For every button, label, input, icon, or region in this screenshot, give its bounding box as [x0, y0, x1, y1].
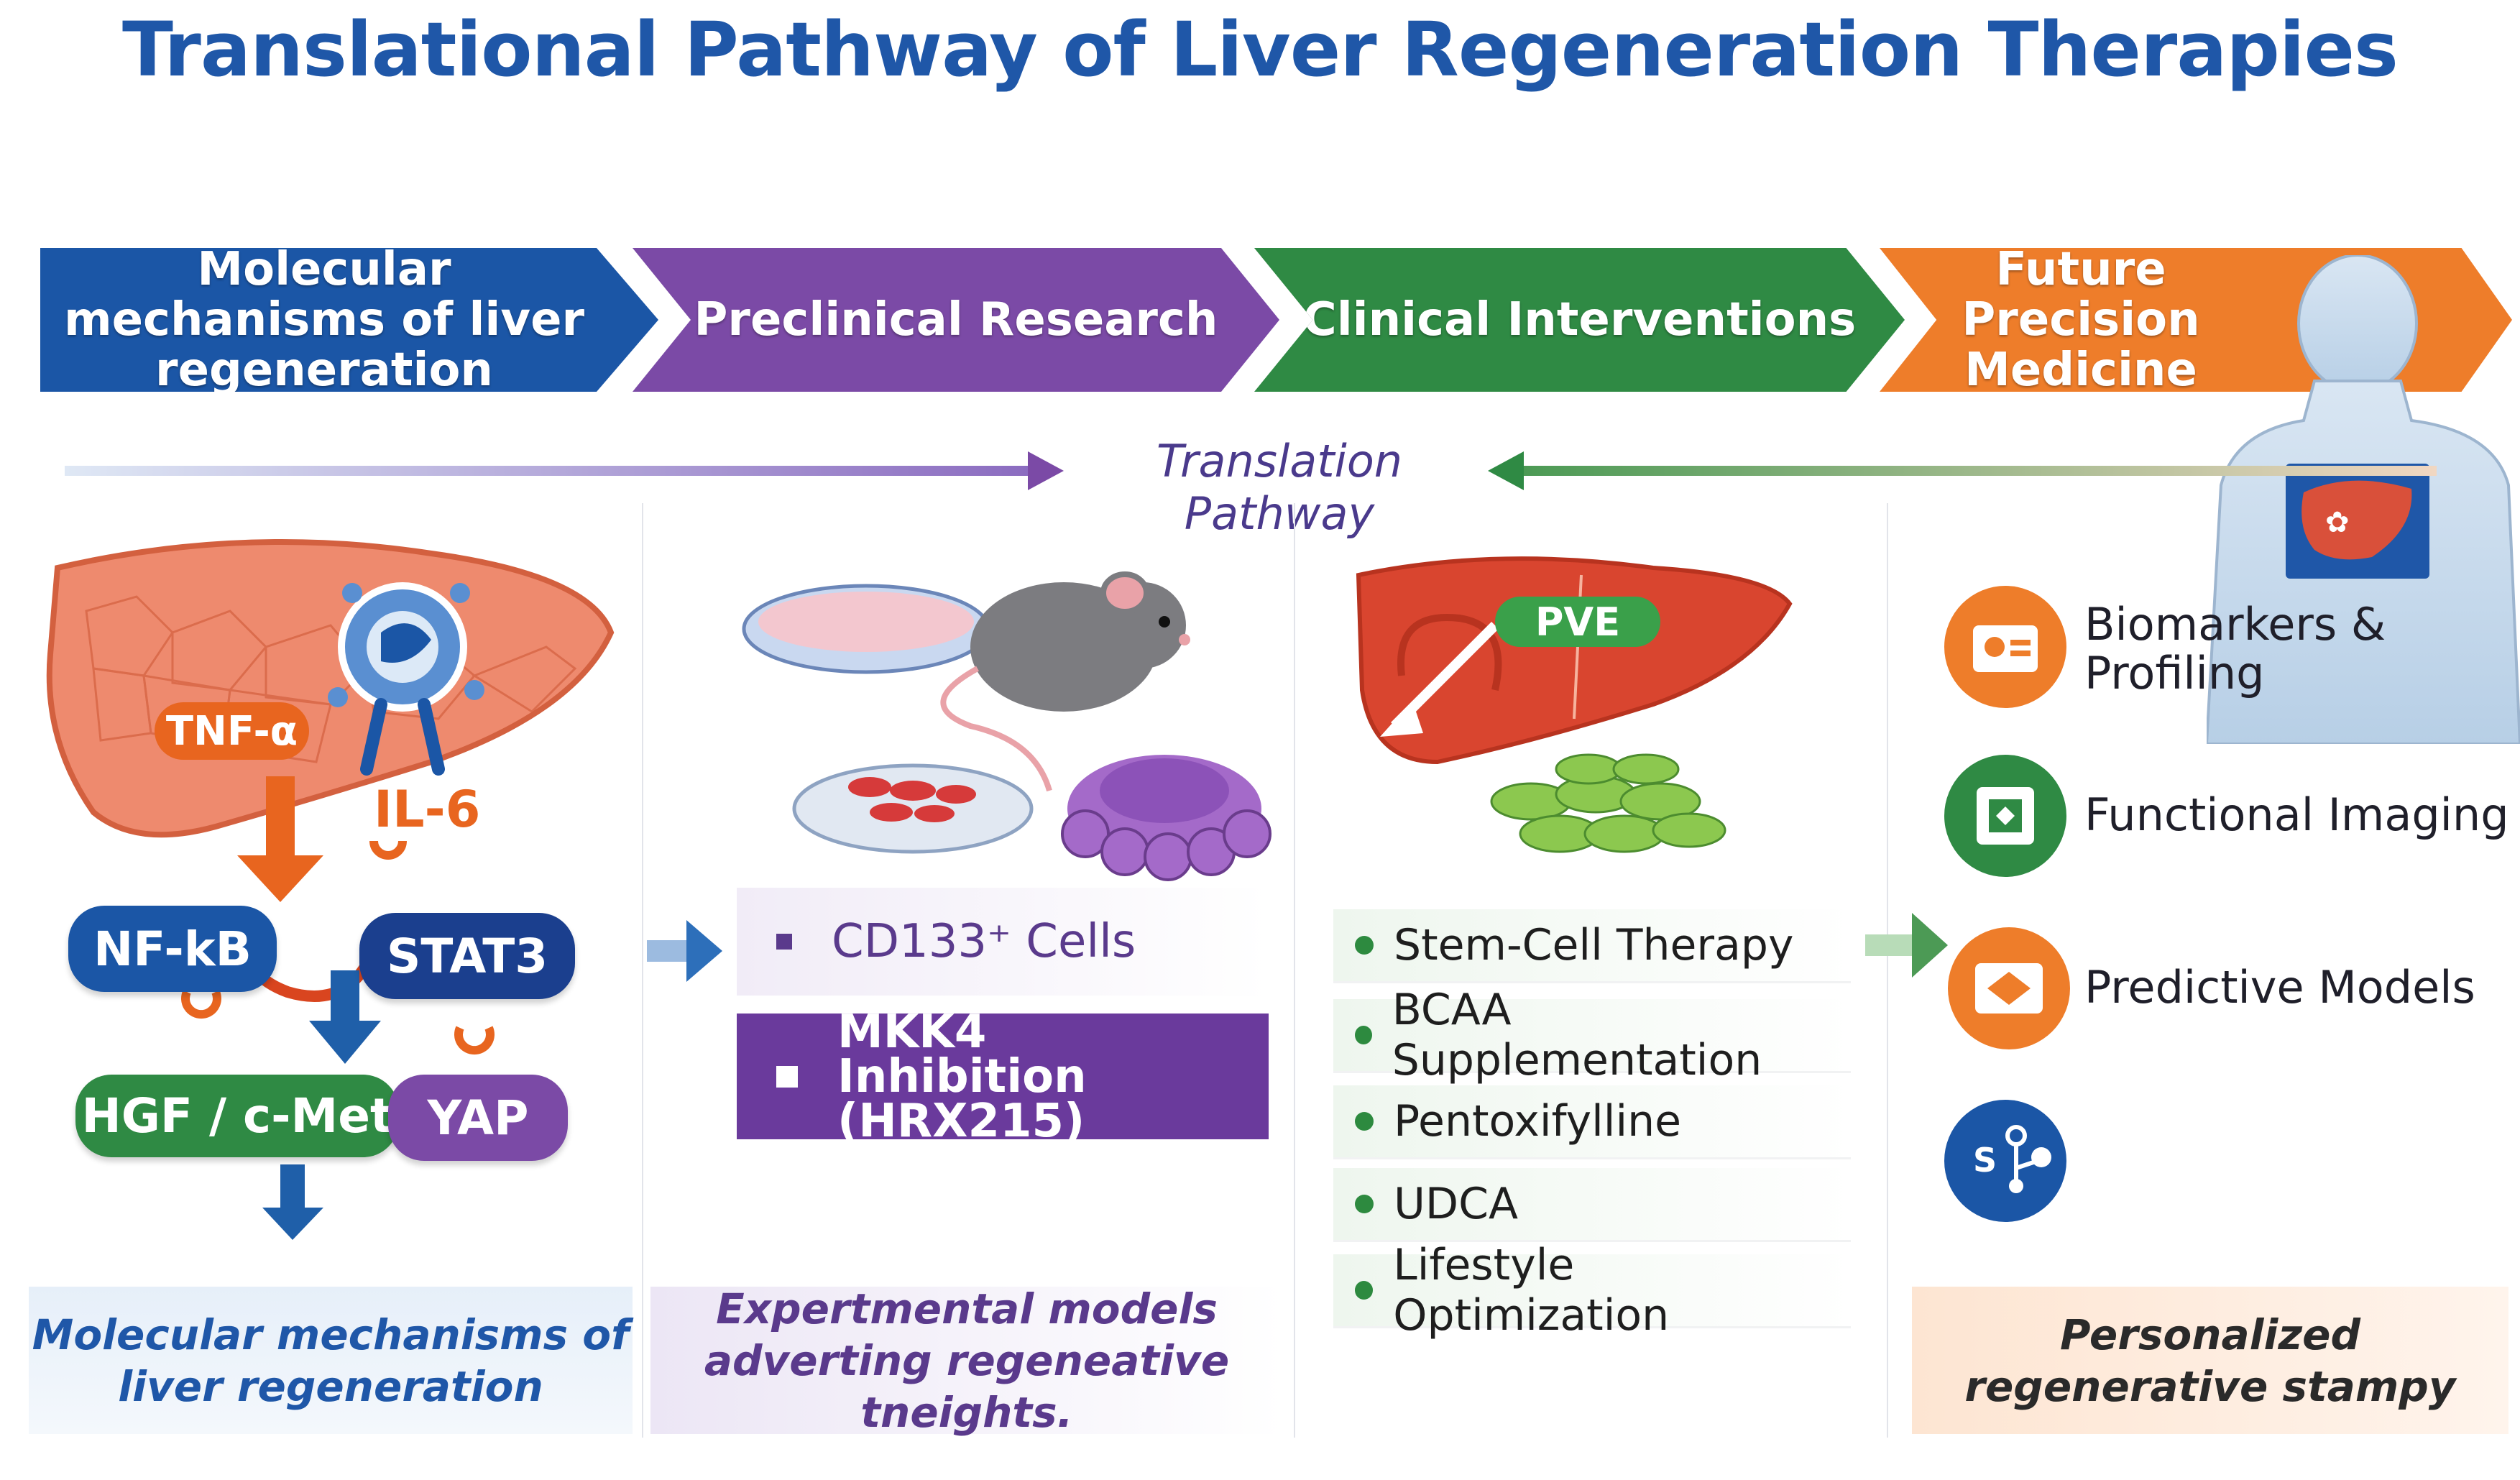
imaging-icon	[1944, 755, 2066, 877]
hgf-cmet-node: HGF / c-Met	[75, 1075, 399, 1157]
svg-text:✿: ✿	[2325, 506, 2350, 539]
list-item: MKK4 Inhibition (HRX215)	[737, 1009, 1269, 1144]
stat3-node: STAT3	[359, 913, 575, 999]
footer-preclinical: Expertmental models adverting regeneativ…	[650, 1284, 1283, 1437]
stem-cell-therapy-label: Stem-Cell Therapy	[1394, 920, 1794, 970]
translation-pathway-label: Translation Pathway	[1156, 435, 1403, 540]
list-item: BCAA Supplementation	[1333, 985, 1851, 1085]
lifestyle-optimization-label: Lifestyle Optimization	[1393, 1240, 1670, 1341]
banner-molecular: Molecular mechanisms of liver regenerati…	[40, 248, 658, 392]
svg-text:S: S	[1973, 1141, 1997, 1180]
human-silhouette-icon: ✿	[2207, 255, 2520, 744]
footer-future: Personalized regenerative stampy	[1912, 1287, 2508, 1434]
bullet-icon	[1355, 1026, 1372, 1044]
biomarker-icon	[1944, 586, 2066, 708]
divider	[1887, 503, 1888, 1438]
footer-molecular: Molecular mechanisms of liver regenerati…	[29, 1287, 633, 1434]
liver-pve-illustration	[1356, 556, 1793, 853]
pentoxifylline-label: Pentoxifylline	[1394, 1096, 1682, 1146]
model-icon	[1948, 927, 2070, 1049]
arrow-right-icon	[647, 920, 722, 982]
bullet-icon	[776, 1065, 798, 1088]
nfkb-node: NF-kB	[68, 906, 277, 992]
banner-clinical: Clinical Interventions	[1254, 248, 1905, 392]
list-item: Lifestyle Optimization	[1333, 1240, 1851, 1341]
bullet-icon	[1355, 1112, 1374, 1131]
udca-label: UDCA	[1394, 1179, 1519, 1229]
divider	[1294, 503, 1295, 1438]
cd133-cells-label: CD133⁺ Cells	[832, 915, 1136, 968]
translation-arrows	[65, 451, 2437, 490]
preclinical-illustration	[742, 571, 1272, 881]
mkk4-inhibition-label: MKK4 Inhibition (HRX215)	[837, 1005, 1087, 1148]
bullet-icon	[1355, 1281, 1374, 1300]
list-item: Pentoxifylline	[1333, 1085, 1851, 1159]
bullet-icon	[776, 934, 792, 950]
arrow-right-icon	[1865, 913, 1948, 978]
pve-label: PVE	[1535, 599, 1621, 645]
list-item: Stem-Cell Therapy	[1333, 909, 1851, 983]
tnf-alpha-label: TNF-α	[155, 702, 309, 760]
bullet-icon	[1355, 1195, 1374, 1213]
divider	[642, 503, 643, 1438]
predictive-models-label: Predictive Models	[2084, 961, 2475, 1014]
bcaa-supplementation-label: BCAA Supplementation	[1392, 985, 1762, 1085]
il6-label: IL-6	[374, 780, 481, 839]
page-title: Translational Pathway of Liver Regenerat…	[122, 6, 2399, 93]
functional-imaging-label: Functional Imaging	[2084, 789, 2509, 841]
yap-node: YAP	[388, 1075, 568, 1161]
bullet-icon	[1355, 936, 1374, 955]
banner-preclinical: Preclinical Research	[633, 248, 1279, 392]
list-item: CD133⁺ Cells	[737, 888, 1269, 996]
liver-illustration	[46, 539, 615, 838]
biomarkers-profiling-label: Biomarkers & Profiling	[2084, 598, 2386, 699]
network-icon: S	[1944, 1100, 2066, 1222]
signaling-arrows	[181, 776, 495, 1240]
list-item: UDCA	[1333, 1168, 1851, 1242]
